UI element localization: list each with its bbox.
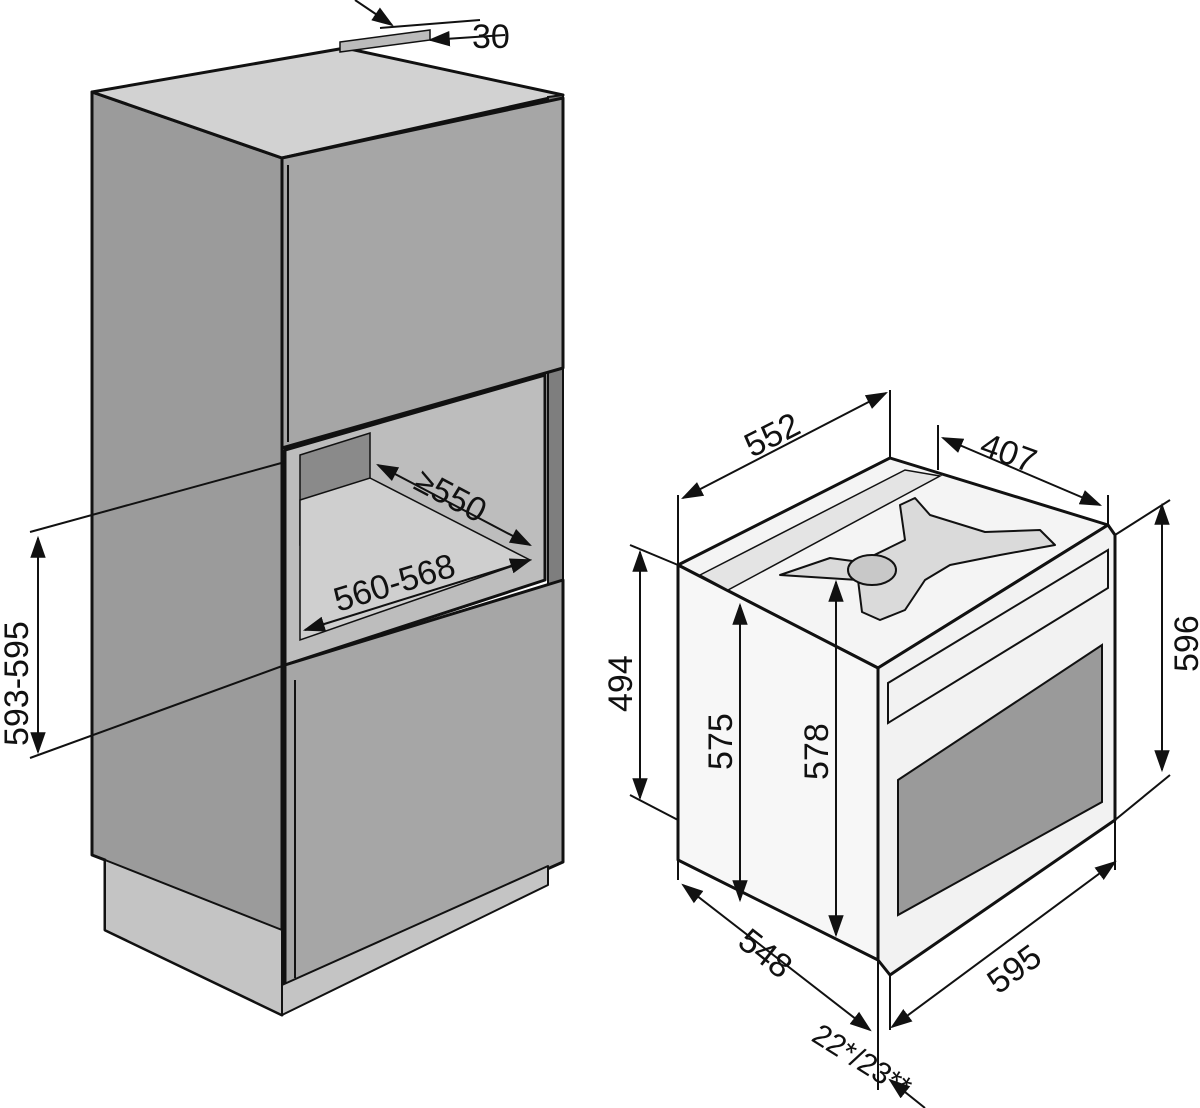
cabinet-plinth-front bbox=[281, 865, 549, 1016]
cabinet-upper-door bbox=[280, 96, 565, 450]
dim-575-label: 575 bbox=[702, 713, 740, 770]
dim-494-label: 494 bbox=[602, 655, 640, 712]
dim-595-label: 595 bbox=[980, 937, 1048, 1001]
cabinet-unit bbox=[90, 29, 565, 1017]
dim-596-label: 596 bbox=[1168, 615, 1200, 672]
oven-control-strip bbox=[887, 548, 1109, 725]
oven-heating-element bbox=[779, 497, 1056, 621]
oven-rear-channel bbox=[698, 469, 943, 591]
dim-22-23-label: 22*/23** bbox=[806, 1018, 917, 1105]
oven-unit bbox=[676, 456, 1117, 977]
dim-593-595-label: 593-595 bbox=[0, 621, 36, 746]
dim-407-label: 407 bbox=[975, 426, 1041, 481]
cabinet-rear-rail bbox=[339, 29, 431, 53]
dim-578-label: 578 bbox=[798, 723, 836, 780]
dim-552-label: 552 bbox=[738, 406, 806, 466]
dim-30-label: 30 bbox=[472, 18, 510, 56]
oven-fan-cover bbox=[847, 554, 897, 586]
